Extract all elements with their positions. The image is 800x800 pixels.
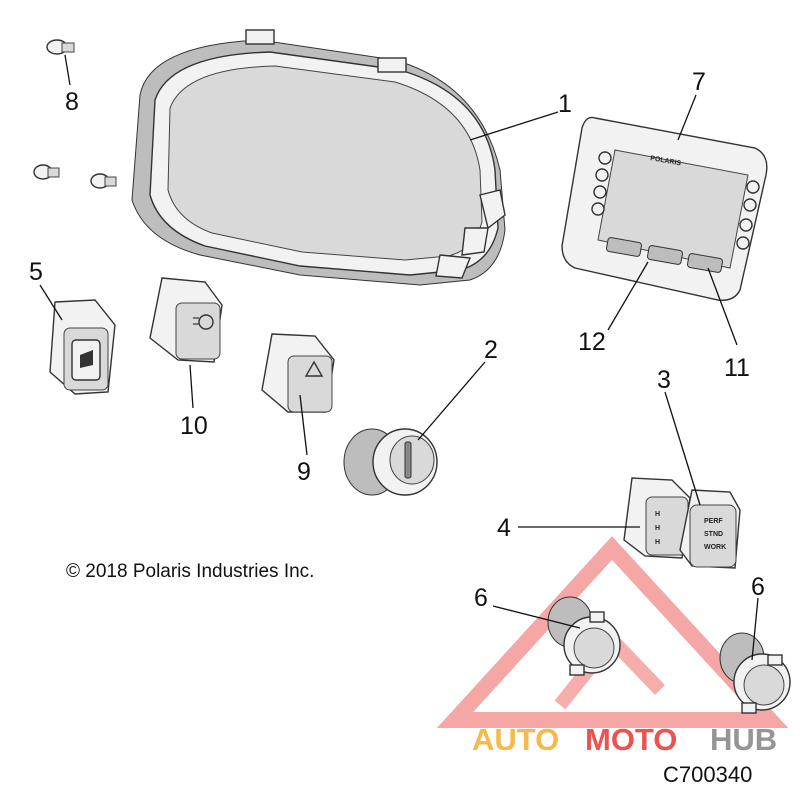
mode-label-work: WORK xyxy=(704,544,726,551)
drawing-code: C700340 xyxy=(663,762,752,787)
watermark-text-moto: MOTO xyxy=(585,722,677,757)
callout-12: 12 xyxy=(578,328,606,356)
watermark-text: AUTO MOTO HUB xyxy=(472,722,777,757)
digital-display-part-7: POLARIS xyxy=(561,116,768,301)
callout-8: 8 xyxy=(65,88,79,116)
callout-4: 4 xyxy=(497,514,511,542)
callout-6-left: 6 xyxy=(474,584,488,612)
svg-text:H: H xyxy=(655,525,660,532)
callout-7: 7 xyxy=(692,68,706,96)
callout-5: 5 xyxy=(29,258,43,286)
callout-9: 9 xyxy=(297,458,311,486)
callout-3: 3 xyxy=(657,366,671,394)
switch-part-4: H H H xyxy=(623,477,691,559)
svg-text:H: H xyxy=(655,539,660,546)
callout-1: 1 xyxy=(558,90,572,118)
mode-label-stnd: STND xyxy=(704,531,723,538)
switch-part-5 xyxy=(49,299,116,395)
callout-10: 10 xyxy=(180,412,208,440)
svg-text:H: H xyxy=(655,511,660,518)
switch-part-10 xyxy=(149,277,223,363)
mode-label-perf: PERF xyxy=(704,518,723,525)
watermark-text-auto: AUTO xyxy=(472,722,559,757)
gauge-cluster-part-1 xyxy=(131,29,506,286)
outlet-part-6-right xyxy=(719,632,791,714)
callout-2: 2 xyxy=(484,336,498,364)
watermark-text-hub: HUB xyxy=(710,722,777,757)
leader-lines xyxy=(39,54,759,661)
bolt-part-8 xyxy=(33,39,117,189)
callout-11: 11 xyxy=(724,354,750,382)
callout-6-right: 6 xyxy=(751,573,765,601)
key-switch-part-2 xyxy=(343,428,438,496)
switch-part-9 xyxy=(261,333,335,413)
callout-labels: 1 2 3 4 5 6 6 7 8 9 10 11 12 xyxy=(29,68,765,612)
copyright-notice: © 2018 Polaris Industries Inc. xyxy=(66,561,314,582)
switch-part-3: PERF STND WORK xyxy=(679,489,741,569)
outlet-part-6-left xyxy=(547,596,621,676)
